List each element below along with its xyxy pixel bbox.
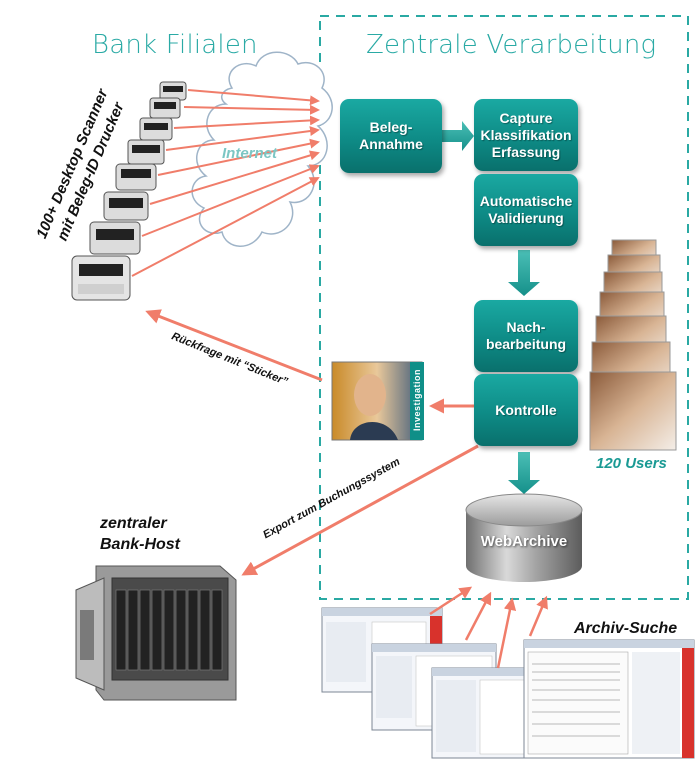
bank-host-server [75, 565, 237, 701]
investigation-label: Investigation [412, 369, 422, 432]
box-nachbearbeitung[interactable]: Nach- bearbeitung [474, 300, 578, 372]
box-kontrolle[interactable]: Kontrolle [474, 374, 578, 446]
box-capture[interactable]: Capture Klassifikation Erfassung [474, 99, 578, 171]
title-zentrale-verarbeitung: Zentrale Verarbeitung [366, 30, 657, 60]
arrow-rueckfrage [145, 309, 323, 382]
box-automatische-validierung[interactable]: Automatische Validierung [474, 174, 578, 246]
archiv-suche-label: Archiv-Suche [574, 620, 678, 637]
title-bank-filialen: Bank Filialen [92, 30, 258, 60]
users-label: 120 Users [596, 455, 667, 472]
box-beleg-annahme-label: Beleg- Annahme [359, 119, 423, 152]
arrow-kontrolle-to-archive [508, 452, 540, 494]
investigation-photo [331, 361, 424, 441]
arrow-validierung-to-nachbearbeitung [508, 250, 540, 296]
upload-arrows [131, 89, 320, 277]
webarchive-label: WebArchive [480, 533, 568, 550]
arrow-export [241, 444, 479, 576]
internet-cloud [191, 51, 333, 247]
box-beleg-annahme[interactable]: Beleg- Annahme [340, 99, 442, 173]
host-label-line2: Bank-Host [100, 536, 181, 553]
desktop-scanners [71, 81, 187, 301]
box-nachbearbeitung-label: Nach- bearbeitung [485, 319, 567, 352]
box-automatische-validierung-label: Automatische Validierung [479, 193, 573, 226]
host-label-line1: zentraler [100, 515, 167, 532]
internet-label: Internet [222, 145, 278, 162]
archive-search-arrows [429, 586, 548, 669]
archive-screens [321, 607, 695, 759]
box-kontrolle-label: Kontrolle [495, 401, 557, 418]
arrow-beleg-to-capture [442, 121, 474, 151]
box-capture-label: Capture Klassifikation Erfassung [480, 109, 572, 160]
central-processing-region [319, 15, 689, 600]
user-photos [589, 239, 677, 451]
webarchive-database [465, 493, 583, 582]
